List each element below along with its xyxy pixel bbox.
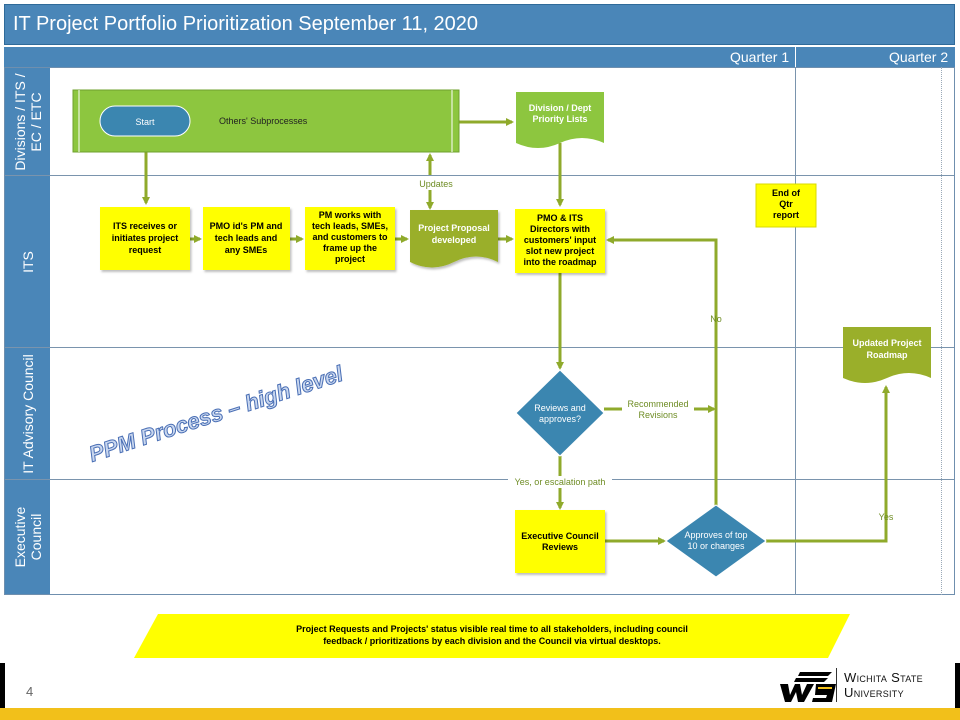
lane-divider: [5, 347, 954, 348]
quarter-2-label: Quarter 2: [889, 49, 949, 65]
division-priority-lists-line1: Division / Dept: [529, 103, 592, 113]
arrow-no-loop: [606, 236, 718, 508]
banner-line1: Project Requests and Projects' status vi…: [296, 624, 688, 634]
approves-top-ten-diamond: [665, 504, 767, 578]
title-bar: IT Project Portfolio Prioritization Sept…: [4, 4, 955, 45]
dotted-guide: [941, 67, 942, 595]
pmo-its-line3: customers' input: [524, 235, 596, 245]
start-terminator: [99, 105, 191, 137]
division-priority-lists-line2: Priority Lists: [532, 114, 587, 124]
pm-works-line1: PM works with: [319, 210, 382, 220]
lane-header-advisory: IT Advisory Council: [5, 348, 50, 479]
lane-header-its: ITS: [5, 176, 50, 347]
gold-footer-strip: [0, 708, 960, 720]
quarter-header-row: Quarter 1 Quarter 2: [4, 47, 955, 67]
stakeholder-banner: [134, 614, 850, 658]
project-proposal-line1: Project Proposal: [418, 223, 490, 233]
no-label: No: [710, 314, 722, 324]
its-receives-box: [100, 207, 190, 270]
exec-reviews-line2: Reviews: [542, 542, 578, 552]
pm-works-box: [305, 207, 395, 270]
recommended-line2: Revisions: [638, 410, 678, 420]
division-priority-lists-shape: [516, 92, 604, 148]
yes-escalation-label: Yes, or escalation path: [515, 477, 606, 487]
its-receives-line1: ITS receives or: [113, 221, 178, 231]
end-of-qtr-report-box: [755, 183, 817, 228]
updated-roadmap-line2: Roadmap: [866, 350, 908, 360]
updated-roadmap-line1: Updated Project: [852, 338, 921, 348]
escalation-label-bg: [508, 476, 612, 488]
footer-left-edge: [0, 663, 5, 708]
pmo-its-line1: PMO & ITS: [537, 213, 583, 223]
lane-header-divisions: Divisions / ITS / EC / ETC: [5, 68, 50, 175]
swimlane-frame: [4, 67, 955, 595]
quarter-divider-header: [795, 47, 796, 67]
pm-works-line5: project: [335, 254, 365, 264]
university-name-line1: Wichita State: [844, 670, 923, 685]
end-of-qtr-line2: Qtr: [779, 199, 793, 209]
pm-works-line4: frame up the: [323, 243, 377, 253]
reviews-line1: Reviews and: [534, 403, 586, 413]
banner-line2: feedback / prioritizations by each divis…: [323, 636, 661, 646]
quarter-1-label: Quarter 1: [730, 49, 790, 65]
pmo-its-line5: into the roadmap: [523, 257, 597, 267]
pmo-its-line4: slot new project: [526, 246, 595, 256]
executive-council-reviews-box: [515, 510, 605, 573]
footer-right-edge: [955, 663, 960, 708]
end-of-qtr-line1: End of: [772, 188, 801, 198]
pmo-ids-box: [203, 207, 290, 270]
reviews-approves-diamond: [515, 369, 605, 457]
recommended-label-bg: [622, 398, 694, 422]
updates-label: Updates: [419, 179, 453, 189]
logo-separator: [836, 668, 837, 702]
lane-header-executive: Executive Council: [5, 480, 50, 594]
quarter-divider: [795, 67, 796, 595]
exec-reviews-line1: Executive Council: [521, 531, 599, 541]
end-of-qtr-line3: report: [773, 210, 799, 220]
others-subprocesses-label: Others' Subprocesses: [219, 116, 308, 126]
pm-works-line3: and customers to: [312, 232, 388, 242]
university-name: Wichita State University: [844, 670, 923, 700]
ppm-process-watermark: PPM Process – high level: [86, 361, 347, 467]
start-label: Start: [135, 117, 155, 127]
pmo-ids-line3: any SMEs: [225, 245, 268, 255]
lane-divider: [5, 479, 954, 480]
pmo-its-directors-box: [515, 209, 605, 273]
recommended-line1: Recommended: [627, 399, 688, 409]
lane-divider: [5, 175, 954, 176]
project-proposal-line2: developed: [432, 235, 477, 245]
yes-label: Yes: [879, 512, 894, 522]
its-receives-line2: initiates project: [112, 233, 179, 243]
pmo-its-line2: Directors with: [530, 224, 590, 234]
page-title: IT Project Portfolio Prioritization Sept…: [13, 13, 479, 35]
project-proposal-shape: [410, 210, 498, 268]
approves-line2: 10 or changes: [687, 541, 745, 551]
updated-roadmap-shape: [843, 327, 931, 383]
wsu-logo: [780, 672, 836, 702]
pm-works-line2: tech leads, SMEs,: [312, 221, 388, 231]
pmo-ids-line1: PMO id's PM and: [210, 221, 283, 231]
page-number: 4: [26, 684, 34, 699]
approves-line1: Approves of top: [684, 530, 747, 540]
university-name-line2: University: [844, 685, 904, 700]
pmo-ids-line2: tech leads and: [215, 233, 278, 243]
arrow-yes-to-roadmap: [766, 385, 890, 543]
reviews-line2: approves?: [539, 414, 581, 424]
its-receives-line3: request: [129, 245, 162, 255]
